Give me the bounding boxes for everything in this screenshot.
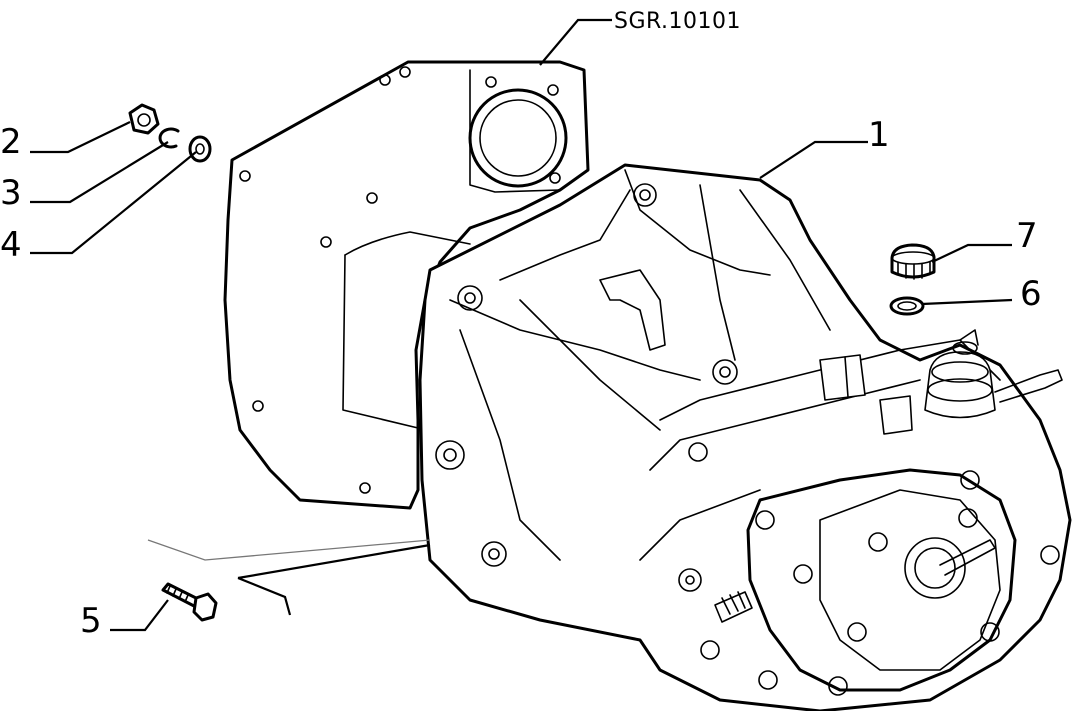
bolt: [161, 582, 218, 622]
callout-1: 1: [868, 115, 890, 155]
plate-holes: [239, 66, 561, 494]
leader-lines: [30, 18, 1013, 632]
reference-lines: [147, 539, 431, 616]
washer: [889, 296, 925, 316]
adapter-plate: [223, 60, 590, 510]
housing-bolts: [678, 442, 1060, 696]
lock-washer: [158, 127, 180, 149]
callout-2: 2: [0, 122, 22, 162]
gearbox-housing: [418, 163, 1072, 711]
callout-7: 7: [1016, 216, 1038, 256]
flat-washer: [188, 135, 212, 163]
callout-6: 6: [1020, 274, 1042, 314]
cap: [890, 243, 936, 280]
callout-4: 4: [0, 225, 22, 265]
callout-5: 5: [80, 601, 102, 641]
callout-3: 3: [0, 173, 22, 213]
nut: [128, 103, 160, 135]
drawing-reference: SGR.10101: [614, 9, 741, 34]
